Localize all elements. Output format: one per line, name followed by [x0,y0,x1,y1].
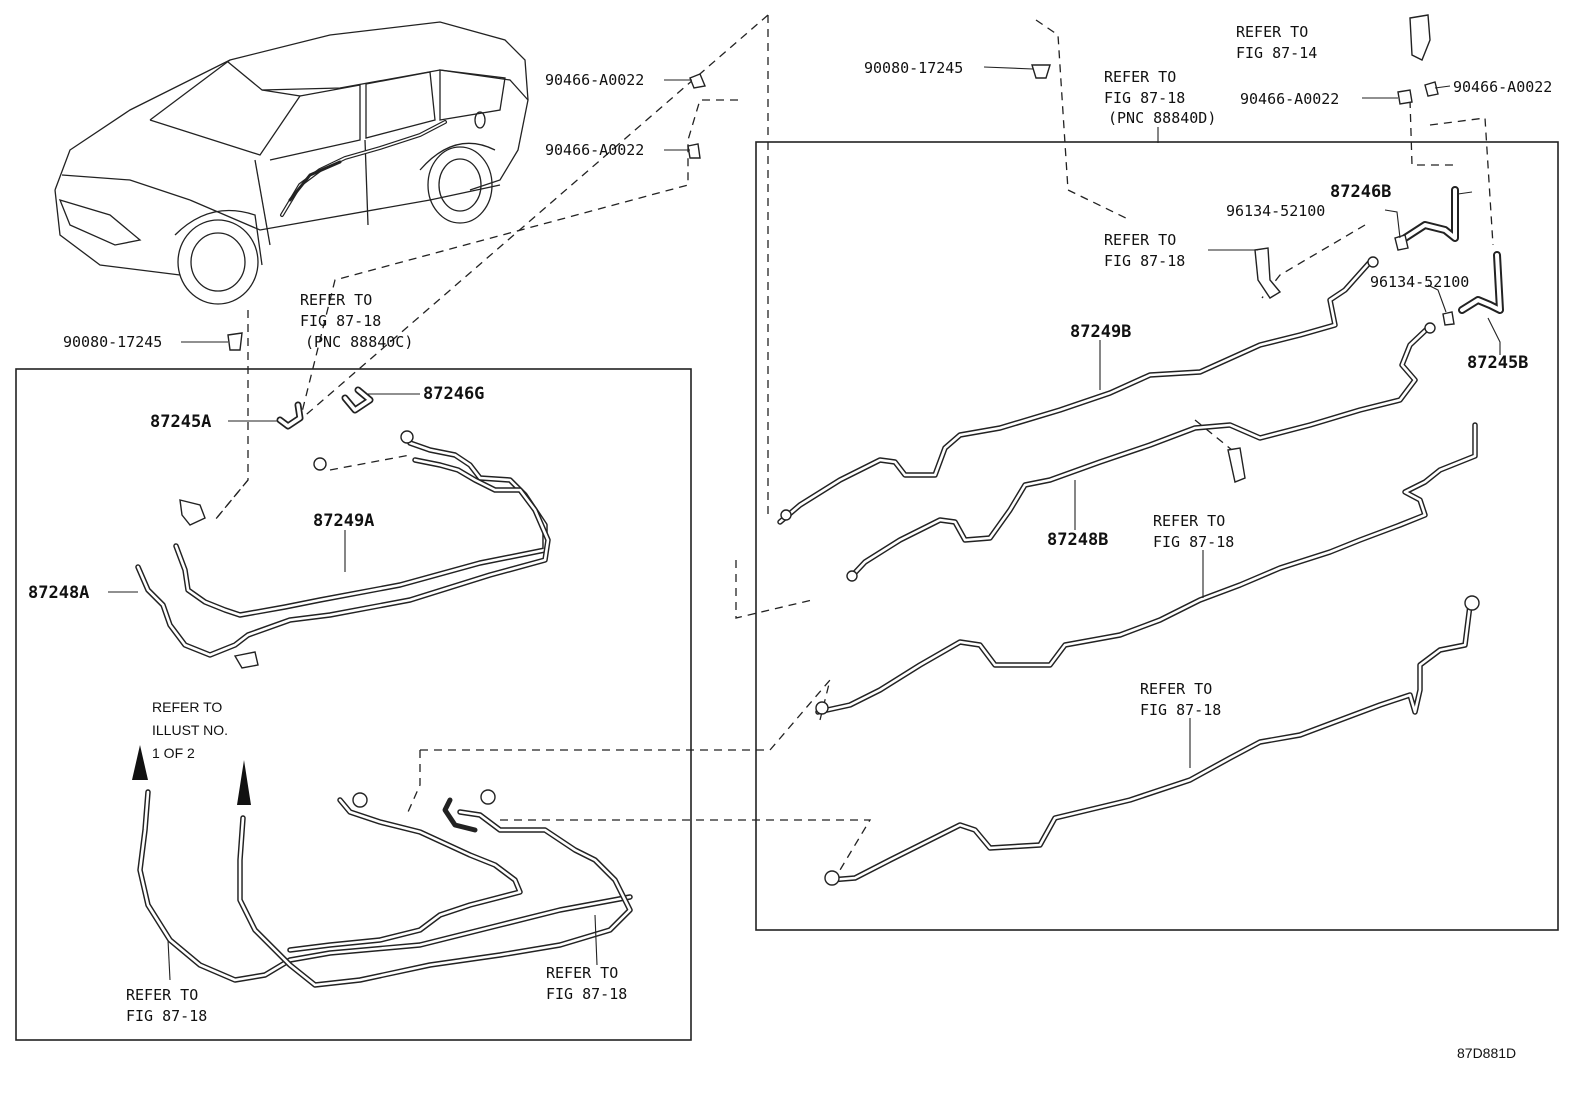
refer-note-mid-right: REFER TO FIG 87-18 [1153,512,1234,551]
refer-note-low-right: REFER TO FIG 87-18 [1140,680,1221,719]
refer-notes: REFER TO FIG 87-14 REFER TO FIG 87-18 (P… [126,23,1317,1025]
refer-note-bracket: REFER TO FIG 87-18 [1104,231,1185,270]
refer-note-bottom-left: REFER TO FIG 87-18 [126,986,207,1025]
part-label-90466-a0022: 90466-A0022 [545,71,644,89]
left-detail-frame [15,368,692,1041]
part-label-90080-17245: 90080-17245 [63,333,162,351]
refer-note-illust: REFER TO ILLUST NO. 1 OF 2 [152,699,232,761]
part-label-96134-52100: 96134-52100 [1226,202,1325,220]
part-label-87249b: 87249B [1070,322,1131,342]
part-label-87245a: 87245A [150,412,211,432]
part-label-87246b: 87246B [1330,182,1391,202]
right-detail-frame [755,141,1559,931]
part-label-90466-a0022: 90466-A0022 [545,141,644,159]
part-label-90466-a0022: 90466-A0022 [1240,90,1339,108]
figure-id: 87D881D [1457,1045,1516,1061]
refer-note-pnc-88840d: REFER TO FIG 87-18 (PNC 88840D) [1104,68,1216,127]
part-label-96134-52100: 96134-52100 [1370,273,1469,291]
part-label-87248b: 87248B [1047,530,1108,550]
part-label-90080-17245: 90080-17245 [864,59,963,77]
arrow-up-icon [132,745,148,780]
left-pipes [135,386,551,669]
bottom-left-pipes [132,745,633,988]
part-label-87246g: 87246G [423,384,484,404]
part-label-87248a: 87248A [28,583,89,603]
refer-note-bottom-mid: REFER TO FIG 87-18 [546,964,627,1003]
vehicle-illustration [54,21,529,305]
connection-lines [214,14,1494,871]
refer-note-pnc-88840c: REFER TO FIG 87-18 (PNC 88840C) [300,291,413,351]
refer-note-fig-87-14: REFER TO FIG 87-14 [1236,23,1317,62]
part-label-87249a: 87249A [313,511,374,531]
part-label-90466-a0022: 90466-A0022 [1453,78,1552,96]
part-number-labels: 90466-A0022 90466-A0022 90466-A0022 9046… [28,59,1552,603]
arrow-up-icon [237,760,251,805]
right-pipes [227,14,1504,886]
leader-lines [108,66,1501,981]
part-label-87245b: 87245B [1467,353,1528,373]
